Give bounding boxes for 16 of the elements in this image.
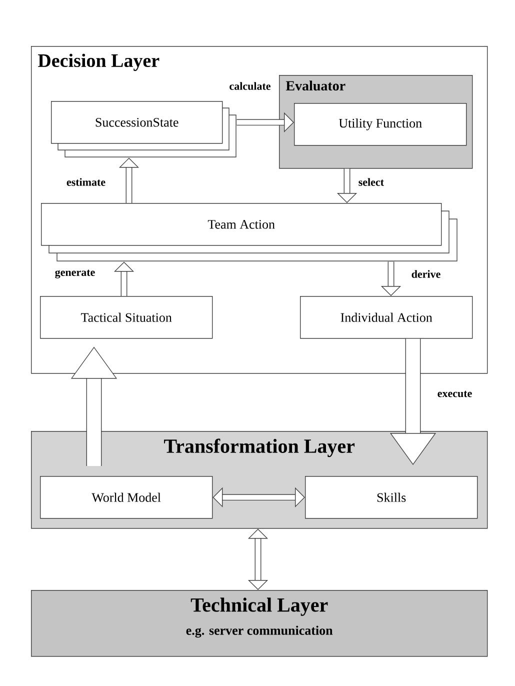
edge-label: select — [357, 177, 385, 187]
layer-box: Technical Layer e.g. server communication — [31, 590, 488, 657]
process-box: Tactical Situation — [40, 296, 213, 339]
process-box: Skills — [305, 476, 478, 519]
block-arrow — [212, 487, 305, 508]
edge-label: calculate — [228, 81, 272, 91]
edge-label: generate — [54, 268, 96, 280]
edge-label: estimate — [65, 177, 107, 187]
edge-label: execute — [436, 390, 474, 398]
stacked-box: SuccessionState — [51, 101, 236, 158]
block-arrow — [248, 528, 268, 590]
process-box: Individual Action — [300, 296, 473, 339]
process-box: World Model — [40, 476, 213, 519]
process-box: Utility Function — [294, 103, 467, 146]
edge-label: derive — [410, 269, 442, 279]
stacked-box: Team Action — [41, 203, 458, 262]
